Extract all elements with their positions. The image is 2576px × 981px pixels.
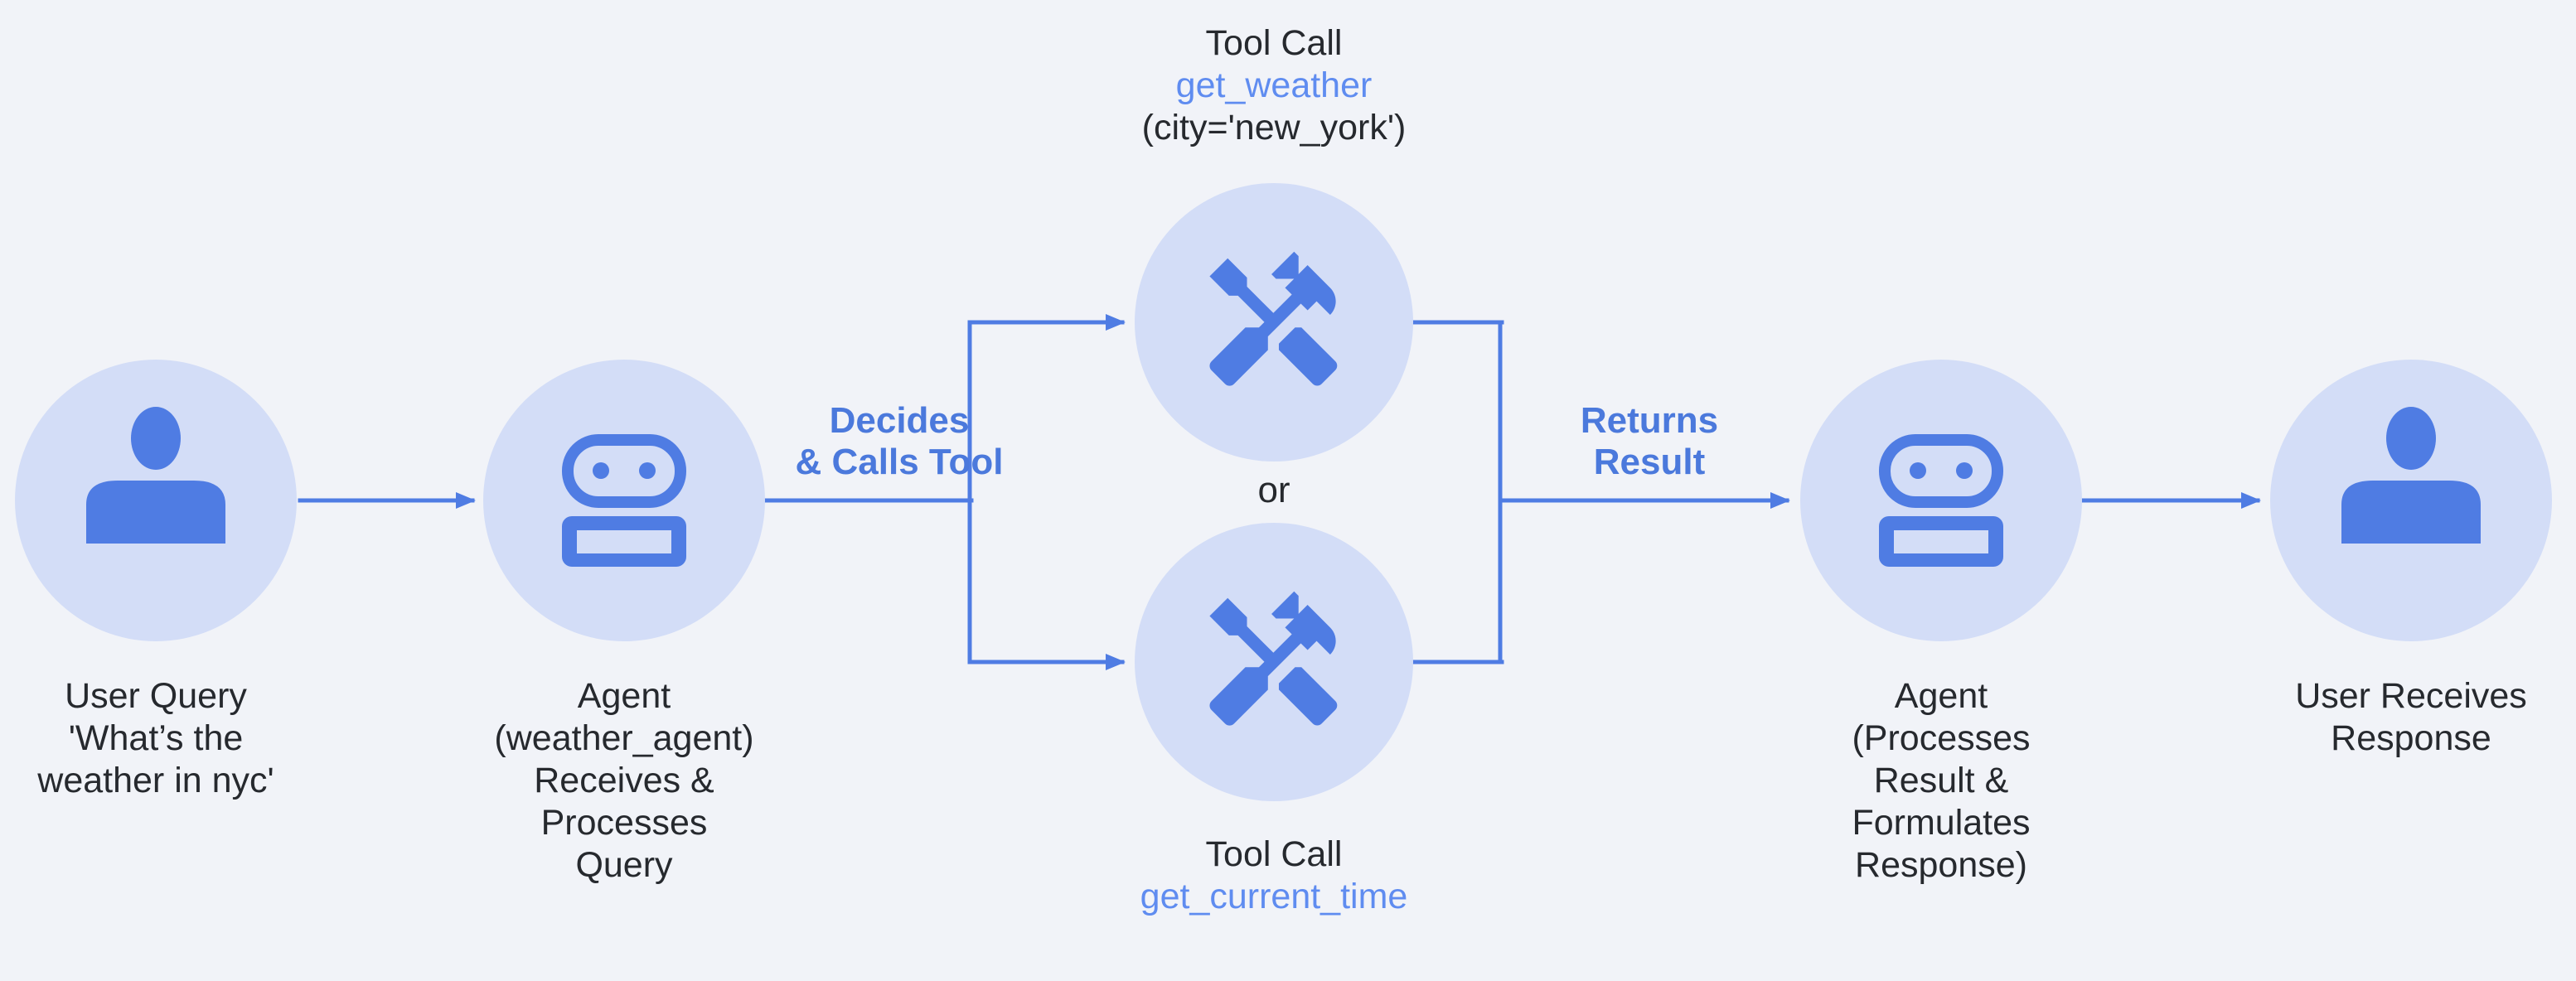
person-icon — [86, 407, 225, 544]
agent-receives-circle — [483, 360, 765, 641]
edge-label-line: & Calls Tool — [795, 442, 1004, 482]
handyman-icon — [1209, 591, 1338, 726]
agent-receives-caption: Agent (weather_agent) Receives & Process… — [494, 675, 753, 887]
handyman-icon — [1209, 251, 1338, 386]
caption-line: Formulates — [1852, 803, 2031, 843]
robot-icon — [562, 434, 686, 567]
agent-processes-caption: Agent (Processes Result & Formulates Res… — [1852, 675, 2030, 887]
caption-line: User Query — [65, 676, 247, 716]
caption-line: Processes — [540, 803, 708, 843]
caption-line: User Receives — [2295, 676, 2527, 716]
caption-line: Receives & — [534, 761, 714, 800]
tool-get-weather-circle — [1135, 183, 1413, 462]
tool-get-current-time-circle — [1135, 523, 1413, 801]
edge-label-line: Returns — [1580, 400, 1719, 441]
caption-line: Query — [575, 845, 673, 885]
returns-result-label: Returns Result — [1581, 400, 1718, 483]
caption-line: Result & — [1873, 761, 2009, 800]
caption-line: Agent — [1894, 676, 1988, 716]
user-query-circle — [15, 360, 297, 641]
tool-get-current-time-caption: Tool Call get_current_time — [1140, 834, 1408, 918]
caption-line: Response — [2331, 718, 2491, 758]
tool-call-heading: Tool Call — [1205, 834, 1343, 874]
user-receives-circle — [2270, 360, 2552, 641]
tool-function-name: get_current_time — [1140, 877, 1408, 916]
edge-label-line: Decides — [829, 400, 970, 441]
caption-line: Agent — [577, 676, 671, 716]
caption-line: (weather_agent) — [494, 718, 754, 758]
tool-arguments: (city='new_york') — [1141, 108, 1407, 147]
user-receives-caption: User Receives Response — [2295, 675, 2527, 760]
tool-function-name: get_weather — [1175, 65, 1373, 105]
caption-line: weather in nyc' — [37, 761, 274, 800]
caption-line: Response) — [1855, 845, 2027, 885]
robot-icon — [1879, 434, 2003, 567]
edge-label-line: Result — [1593, 442, 1706, 482]
tool-get-weather-caption: Tool Call get_weather (city='new_york') — [1142, 22, 1407, 149]
caption-line: 'What’s the — [68, 718, 244, 758]
decides-calls-tool-label: Decides & Calls Tool — [796, 400, 1004, 483]
user-query-caption: User Query 'What’s the weather in nyc' — [37, 675, 274, 802]
or-label: or — [1257, 470, 1290, 510]
person-icon — [2341, 407, 2481, 544]
caption-line: (Processes — [1852, 718, 2031, 758]
tool-call-heading: Tool Call — [1205, 23, 1343, 63]
agent-processes-circle — [1800, 360, 2082, 641]
